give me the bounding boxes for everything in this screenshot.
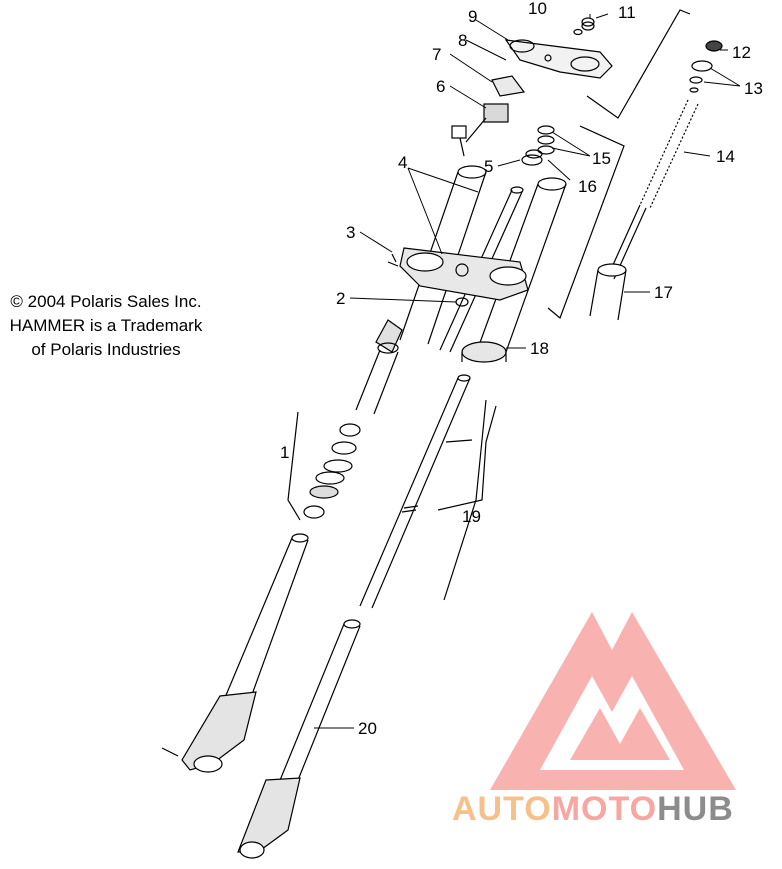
watermark-auto: AUTO bbox=[452, 790, 552, 828]
top-clamp bbox=[504, 39, 613, 79]
bracket-1 bbox=[287, 411, 301, 521]
cap-12 bbox=[705, 40, 723, 52]
inner-tube-19 bbox=[359, 374, 497, 609]
lower-leg-right bbox=[237, 619, 361, 859]
callout-20: 20 bbox=[358, 719, 377, 738]
callout-11: 11 bbox=[618, 3, 636, 22]
watermark-logo bbox=[490, 612, 736, 790]
copyright-line-3: of Polaris Industries bbox=[31, 340, 181, 359]
callout-10: 10 bbox=[528, 0, 547, 18]
lower-leg-left bbox=[161, 342, 399, 773]
spring-assembly-box bbox=[547, 9, 691, 320]
seals-15-16 bbox=[537, 125, 555, 155]
plate-7 bbox=[491, 75, 526, 97]
leader-lines bbox=[314, 13, 741, 729]
callout-7: 7 bbox=[432, 45, 441, 64]
callout-4: 4 bbox=[398, 153, 407, 172]
nut-11 bbox=[581, 17, 595, 31]
callout-17: 17 bbox=[654, 283, 673, 302]
lower-triple-clamp bbox=[399, 247, 529, 301]
callout-8: 8 bbox=[458, 31, 467, 50]
bushing-stack bbox=[303, 423, 361, 519]
callout-2: 2 bbox=[336, 289, 345, 308]
spring-14 bbox=[639, 99, 699, 209]
watermark-hub: HUB bbox=[657, 790, 734, 828]
callout-15: 15 bbox=[592, 149, 611, 168]
callout-9: 9 bbox=[468, 7, 477, 26]
bracket-19 bbox=[443, 399, 487, 601]
callout-3: 3 bbox=[346, 223, 355, 242]
watermark-moto: MOTO bbox=[552, 790, 657, 828]
copyright-line-1: © 2004 Polaris Sales Inc. bbox=[10, 292, 202, 311]
sleeve-17 bbox=[589, 263, 627, 321]
callout-labels: 9 10 11 8 7 6 4 3 2 5 15 16 12 13 14 17 … bbox=[280, 0, 763, 738]
callout-5: 5 bbox=[484, 157, 493, 176]
copyright-block: © 2004 Polaris Sales Inc. HAMMER is a Tr… bbox=[0, 290, 212, 362]
callout-16: 16 bbox=[578, 177, 597, 196]
callout-6: 6 bbox=[436, 77, 445, 96]
watermark-text: AUTOMOTOHUB bbox=[452, 790, 734, 828]
spacers-13 bbox=[689, 60, 713, 93]
ignition-switch-6 bbox=[451, 103, 509, 157]
callout-19: 19 bbox=[462, 507, 481, 526]
copyright-line-2: HAMMER is a Trademark bbox=[9, 316, 203, 335]
washer-10 bbox=[573, 28, 583, 36]
bolt-3 bbox=[387, 253, 399, 267]
callout-1: 1 bbox=[280, 443, 289, 462]
callout-12: 12 bbox=[732, 43, 751, 62]
callout-18: 18 bbox=[530, 339, 549, 358]
callout-13: 13 bbox=[744, 79, 763, 98]
callout-14: 14 bbox=[716, 147, 735, 166]
